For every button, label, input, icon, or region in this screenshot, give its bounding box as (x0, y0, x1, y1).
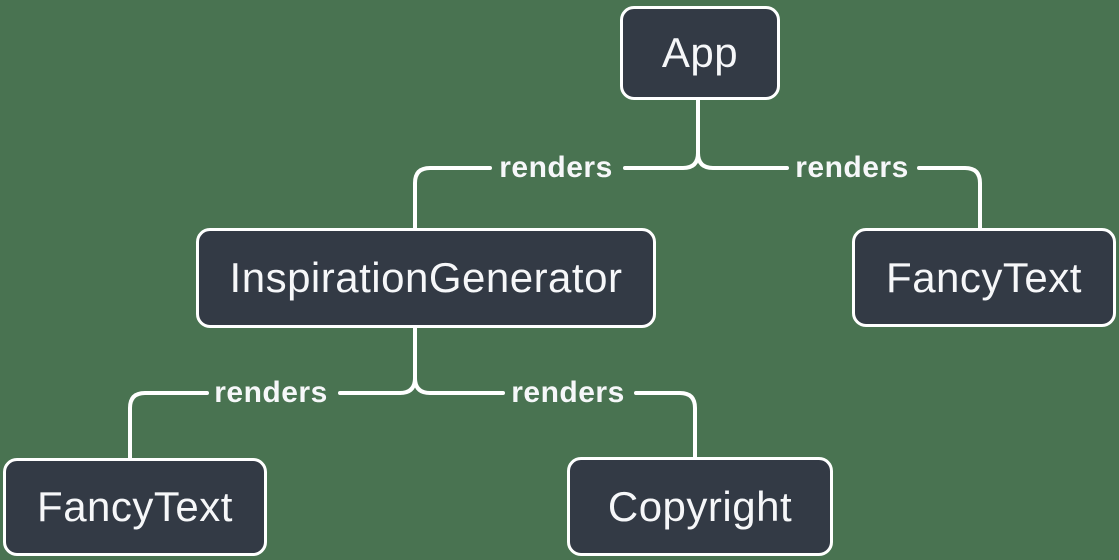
node-inspiration-generator: InspirationGenerator (196, 228, 656, 328)
edge-app-to-fancy-text-b (917, 166, 982, 231)
edge-app-to-inspiration-generator-b (413, 166, 492, 231)
edge-app-to-inspiration-generator-a (623, 98, 700, 170)
node-fancy-text-bottom: FancyText (3, 458, 267, 556)
edge-label-renders: renders (511, 376, 625, 409)
edge-inspiration-generator-to-fancy-text-b (128, 391, 209, 461)
edge-label-renders: renders (214, 376, 328, 409)
edge-inspiration-generator-to-copyright-b (634, 391, 697, 460)
node-fancy-text-top: FancyText (852, 228, 1116, 327)
edge-label-renders: renders (499, 151, 613, 184)
node-copyright: Copyright (567, 457, 833, 556)
edge-app-to-fancy-text-a (696, 98, 789, 170)
edge-inspiration-generator-to-copyright-a (413, 326, 505, 395)
edge-inspiration-generator-to-fancy-text-a (338, 326, 417, 395)
edge-label-renders: renders (795, 151, 909, 184)
node-app: App (620, 6, 780, 100)
